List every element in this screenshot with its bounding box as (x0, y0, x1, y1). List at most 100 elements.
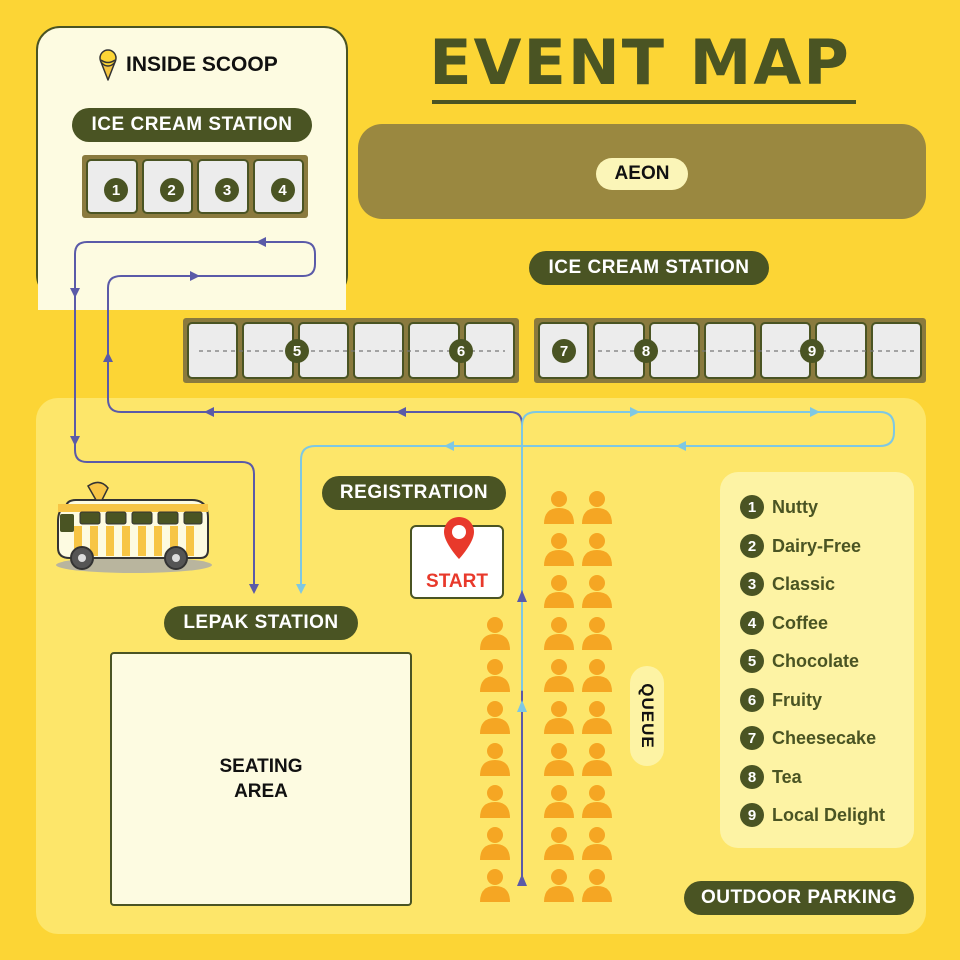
station-1[interactable]: 1 (86, 159, 138, 214)
ice-cream-cone-icon (99, 49, 117, 81)
legend-number: 7 (740, 726, 764, 750)
counter-a-dashes (199, 350, 505, 352)
person-icon (582, 785, 612, 818)
legend-item: 7 Cheesecake (740, 725, 876, 751)
legend-label: Fruity (772, 689, 823, 710)
person-icon (480, 659, 510, 692)
ice-cream-station-inside-label: ICE CREAM STATION (72, 108, 312, 142)
station-6-number[interactable]: 6 (449, 339, 473, 363)
aeon-label: AEON (596, 158, 688, 190)
person-icon (544, 533, 574, 566)
legend-label: Chocolate (772, 650, 860, 671)
station-5-number[interactable]: 5 (285, 339, 309, 363)
route-arrow (296, 584, 306, 594)
person-icon (544, 785, 574, 818)
person-icon (582, 701, 612, 734)
start-label: START (426, 571, 488, 592)
queue-label: QUEUE (638, 683, 657, 749)
route-arrow (256, 237, 266, 247)
queue-label-box: QUEUE (630, 666, 664, 766)
station-3-number: 3 (215, 178, 239, 202)
station-8-number[interactable]: 8 (634, 339, 658, 363)
station-4-number: 4 (270, 178, 295, 202)
station-3[interactable]: 3 (197, 159, 249, 214)
legend-label: Nutty (772, 496, 818, 517)
ice-cream-station-main-label: ICE CREAM STATION (529, 251, 769, 285)
legend-number: 4 (740, 611, 764, 635)
station-4[interactable]: 4 (252, 159, 304, 214)
station-1-number: 1 (104, 178, 128, 202)
legend-number: 8 (740, 765, 764, 789)
station-2-number: 2 (159, 178, 184, 202)
legend-label: Cheesecake (772, 727, 877, 748)
route-arrow (190, 271, 200, 281)
route-arrow (204, 407, 214, 417)
person-icon (544, 827, 574, 860)
seating-area-line1: SEATING (219, 756, 303, 777)
legend-item: 4 Coffee (740, 610, 828, 636)
route-arrow (676, 441, 686, 451)
brand-name: INSIDE SCOOP (126, 53, 278, 76)
person-icon (544, 659, 574, 692)
person-icon (582, 743, 612, 776)
route-arrow (396, 407, 406, 417)
station-9-number[interactable]: 9 (800, 339, 824, 363)
legend-label: Coffee (772, 612, 829, 633)
person-icon (582, 617, 612, 650)
lepak-station-label: LEPAK STATION (164, 606, 358, 640)
person-icon (544, 491, 574, 524)
legend-number: 3 (740, 572, 764, 596)
page-title: EVENT MAP (429, 26, 851, 99)
route-arrow (810, 407, 820, 417)
title-underline (432, 100, 856, 104)
legend-number: 9 (740, 803, 764, 827)
legend-item: 9 Local Delight (740, 802, 885, 828)
person-icon (582, 659, 612, 692)
route-arrow (517, 874, 527, 886)
outdoor-parking-label: OUTDOOR PARKING (684, 881, 914, 915)
ice-cream-van-icon (56, 481, 212, 573)
person-icon (480, 617, 510, 650)
inside-scoop-brand: INSIDE SCOOP (96, 48, 278, 82)
legend-label: Tea (772, 766, 802, 787)
person-icon (480, 785, 510, 818)
start-point[interactable]: START (410, 517, 504, 599)
route-arrow (517, 700, 527, 712)
person-icon (480, 743, 510, 776)
legend-label: Local Delight (772, 804, 886, 825)
location-pin-icon (444, 517, 474, 559)
legend-number: 2 (740, 534, 764, 558)
person-icon (582, 491, 612, 524)
route-arrow (103, 352, 113, 362)
route-arrow (444, 441, 454, 451)
route-arrow (630, 407, 640, 417)
station-2[interactable]: 2 (141, 159, 193, 214)
queue-people (480, 491, 612, 902)
person-icon (582, 533, 612, 566)
person-icon (582, 827, 612, 860)
inside-station-counter: 1 2 3 4 (82, 155, 308, 218)
person-icon (544, 701, 574, 734)
legend-number: 5 (740, 649, 764, 673)
legend-item: 8 Tea (740, 764, 802, 790)
person-icon (544, 617, 574, 650)
legend-item: 5 Chocolate (740, 648, 859, 674)
route-arrow (517, 590, 527, 602)
person-icon (544, 743, 574, 776)
person-icon (480, 869, 510, 902)
registration-label: REGISTRATION (322, 476, 506, 510)
station-7-number[interactable]: 7 (552, 339, 576, 363)
person-icon (544, 575, 574, 608)
seating-area-line2: AREA (234, 781, 288, 802)
route-arrow (70, 436, 80, 446)
counter-a-cell (187, 322, 239, 379)
person-icon (582, 575, 612, 608)
person-icon (582, 869, 612, 902)
person-icon (544, 869, 574, 902)
